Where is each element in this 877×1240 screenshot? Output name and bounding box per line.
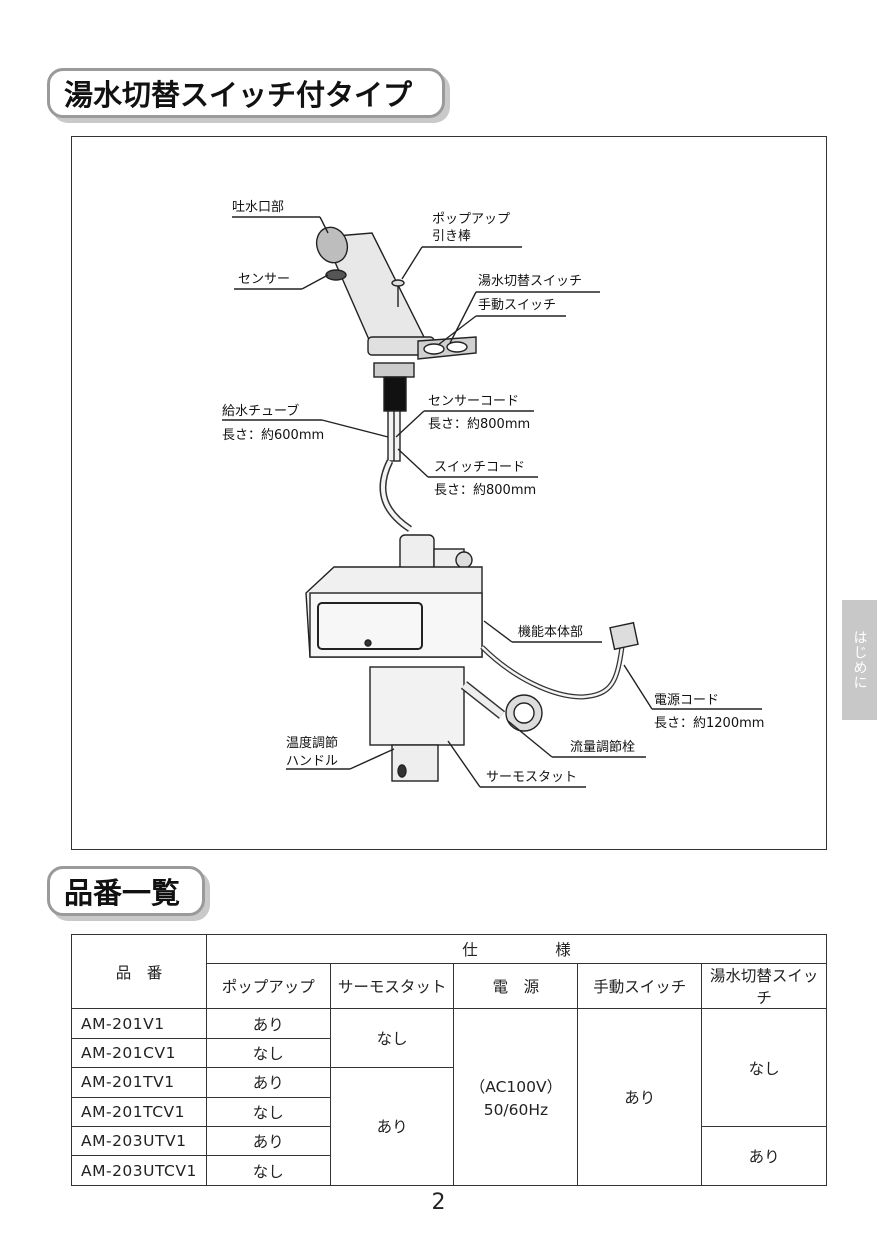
label-supply-tube: 給水チューブ — [222, 404, 300, 419]
power-voltage: （AC100V） — [469, 1078, 563, 1097]
popup-cell: なし — [205, 1096, 331, 1127]
label-temp-handle-1: 温度調節 — [286, 736, 339, 751]
label-temp-handle-2: ハンドル — [286, 754, 339, 769]
header-popup: ポップアップ — [205, 963, 331, 1010]
label-flow-valve: 流量調節栓 — [570, 740, 636, 755]
label-switch-cord: スイッチコード — [434, 460, 526, 475]
product-diagram: 吐水口部 ポップアップ 引き棒 湯水切替スイッチ 手動スイッチ センサー 給水チ… — [71, 136, 827, 850]
model-cell: AM-201TCV1 — [71, 1096, 207, 1127]
table-row: AM-203UTV1 あり あり — [71, 1125, 827, 1186]
label-main-unit: 機能本体部 — [518, 625, 584, 640]
popup-cell: あり — [205, 1067, 331, 1098]
section-title-switch-type: 湯水切替スイッチ付タイプ — [47, 68, 445, 118]
label-hot-cold-switch: 湯水切替スイッチ — [478, 274, 583, 289]
side-tab-introduction[interactable]: はじめに — [842, 600, 877, 720]
label-power-cord-length: 長さ：約1200mm — [654, 716, 765, 731]
popup-cell: なし — [205, 1037, 331, 1069]
label-supply-tube-length: 長さ：約600mm — [222, 428, 325, 443]
label-sensor-cord: センサーコード — [428, 394, 520, 409]
model-spec-table: 品 番 仕 様 ポップアップ サーモスタット 電 源 手動スイッチ 湯水切替スイ… — [71, 933, 828, 1186]
label-switch-cord-length: 長さ：約800mm — [434, 483, 537, 498]
header-hot-cold-switch: 湯水切替スイッチ — [701, 963, 827, 1010]
label-popup-rod-1: ポップアップ — [432, 212, 511, 227]
label-sensor: センサー — [238, 272, 291, 287]
popup-cell: あり — [205, 1008, 331, 1039]
hot-cold-switch-cell: なし — [701, 1008, 827, 1127]
thermostat-cell: あり — [329, 1067, 455, 1186]
label-popup-rod-2: 引き棒 — [432, 229, 472, 244]
model-cell: AM-203UTV1 — [71, 1125, 207, 1157]
section-title-model-list: 品番一覧 — [47, 866, 205, 916]
label-spout: 吐水口部 — [232, 200, 285, 215]
label-manual-switch: 手動スイッチ — [478, 298, 557, 313]
hot-cold-switch-cell: あり — [701, 1125, 827, 1186]
faucet-illustration — [222, 216, 762, 788]
header-model: 品 番 — [71, 933, 207, 1010]
thermostat-cell: なし — [329, 1008, 455, 1069]
table-row: AM-201V1 あり なし （AC100V） 50/60Hz あり なし — [71, 1008, 827, 1186]
header-manual-switch: 手動スイッチ — [577, 963, 703, 1010]
power-frequency: 50/60Hz — [483, 1101, 549, 1120]
popup-cell: なし — [205, 1155, 331, 1186]
label-power-cord: 電源コード — [654, 693, 720, 708]
manual-switch-cell: あり — [577, 1008, 703, 1186]
popup-cell: あり — [205, 1125, 331, 1157]
table-row: AM-201CV1 なし — [71, 1037, 827, 1069]
header-thermostat: サーモスタット — [329, 963, 455, 1010]
model-cell: AM-201V1 — [71, 1008, 207, 1039]
model-cell: AM-201CV1 — [71, 1037, 207, 1069]
label-sensor-cord-length: 長さ：約800mm — [428, 417, 531, 432]
header-spec: 仕 様 — [205, 933, 828, 965]
model-cell: AM-203UTCV1 — [71, 1155, 207, 1186]
table-row: AM-203UTCV1 なし — [71, 1155, 827, 1186]
label-thermostat: サーモスタット — [486, 770, 578, 785]
power-cell: （AC100V） 50/60Hz — [453, 1008, 579, 1186]
page-number: 2 — [431, 1190, 446, 1215]
model-cell: AM-201TV1 — [71, 1067, 207, 1098]
header-power: 電 源 — [453, 963, 579, 1010]
